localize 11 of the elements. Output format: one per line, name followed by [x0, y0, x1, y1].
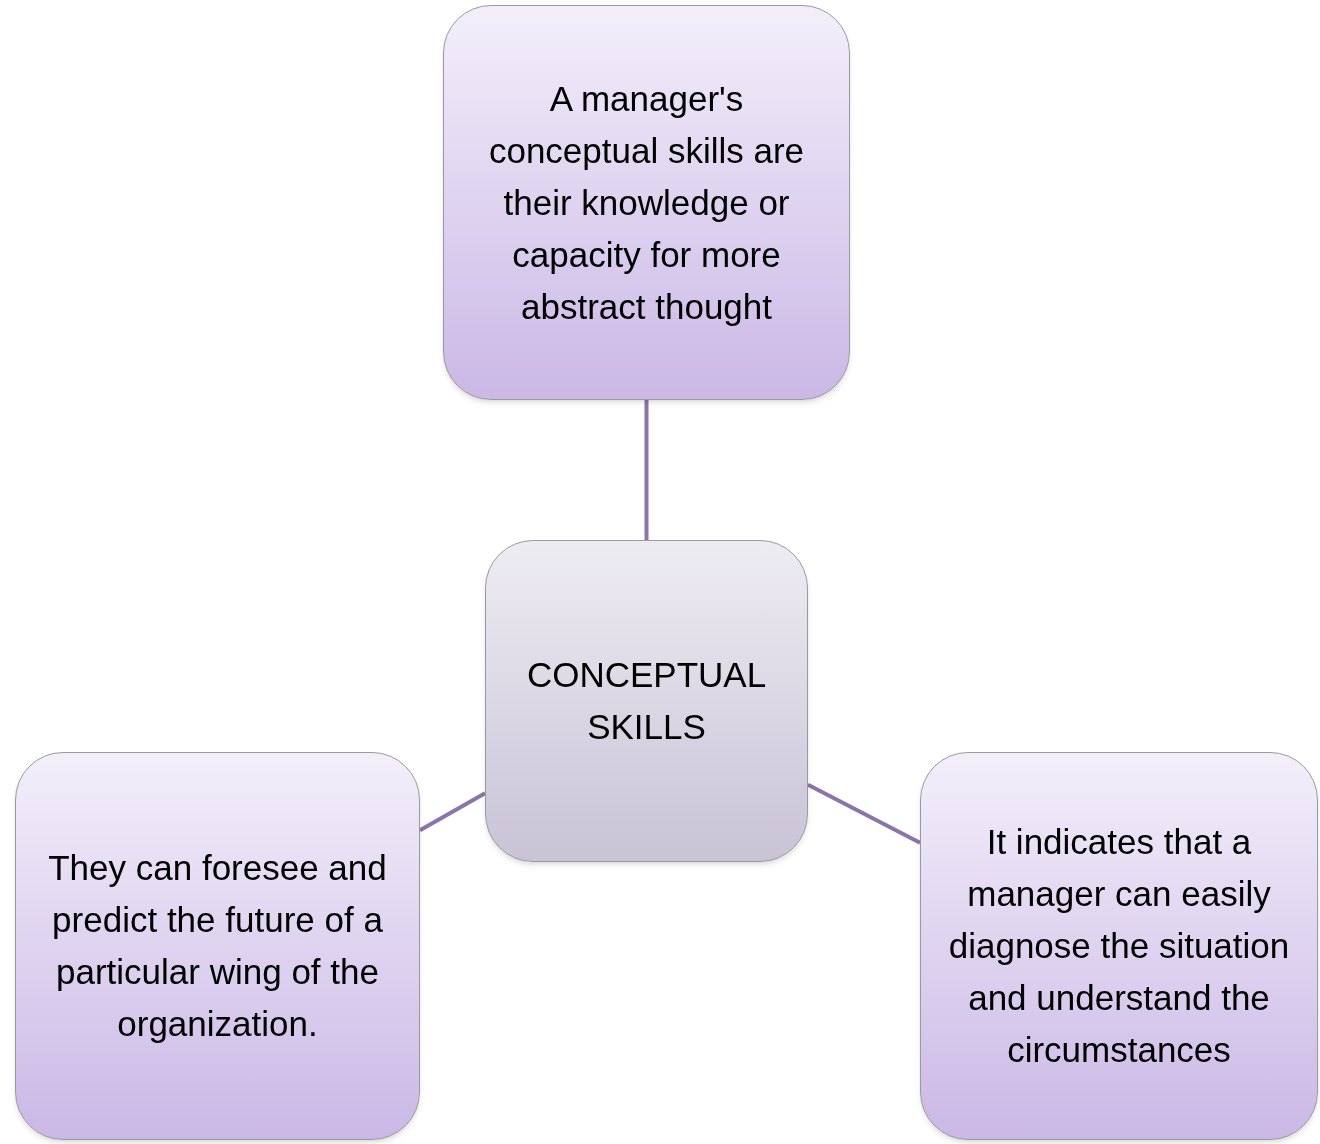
box-text: They can foresee and predict the future of a particular wing of the organization. [47, 847, 388, 1045]
rounded-box [485, 540, 808, 862]
box-text: CONCEPTUAL SKILLS [525, 654, 768, 748]
connector-line [807, 782, 921, 845]
rounded-box [443, 5, 850, 400]
box-text: It indicates that a manager can easily diagnose the situation and understand the circumstances [947, 821, 1291, 1071]
connector-line [419, 791, 486, 833]
connector-line [644, 400, 649, 540]
box-text: A manager's conceptual skills are their knowledge or capacity for more abstract thought [487, 77, 806, 328]
rounded-box [920, 752, 1318, 1140]
rounded-box [15, 752, 420, 1140]
